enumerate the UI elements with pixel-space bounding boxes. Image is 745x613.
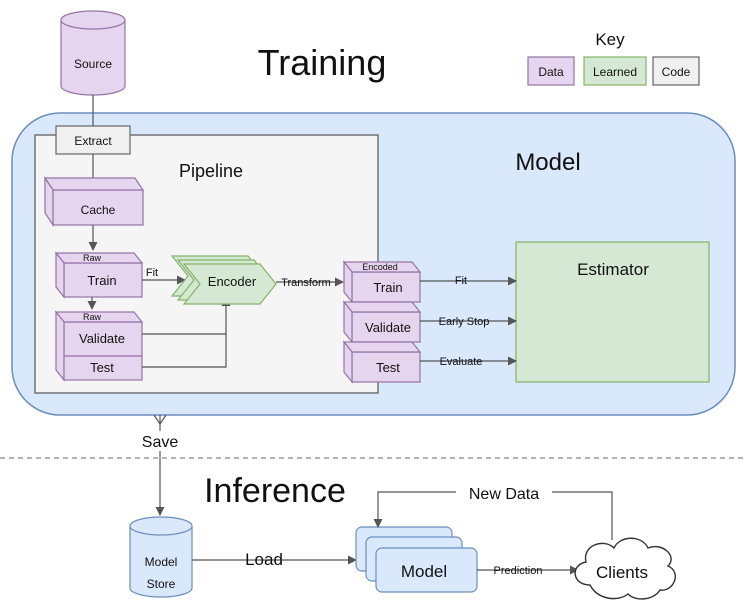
model-region-label: Model <box>515 149 580 176</box>
prediction-label: Prediction <box>494 565 543 577</box>
clients-cloud <box>574 537 677 600</box>
estimator-label: Estimator <box>577 260 649 279</box>
load-label: Load <box>245 550 283 569</box>
cache-label: Cache <box>81 203 116 217</box>
fit-estimator-label: Fit <box>455 275 467 287</box>
key-learned-box <box>583 56 647 86</box>
model-store-label-line2: Store <box>147 577 176 591</box>
inference-heading: Inference <box>204 472 346 510</box>
evaluate-label: Evaluate <box>440 356 483 368</box>
raw-validate-cube <box>54 310 144 382</box>
model-store-label-line1: Model <box>145 555 178 569</box>
model-stack-label: Model <box>401 562 447 581</box>
encoded-tag: Encoded <box>362 262 398 272</box>
model-store-database <box>129 516 193 598</box>
raw-test-box <box>63 355 143 381</box>
encoded-test-cube <box>342 340 422 384</box>
encoded-test-label: Test <box>376 360 400 375</box>
extract-label: Extract <box>74 134 112 148</box>
transform-label: Transform <box>281 277 331 289</box>
key-data-label: Data <box>538 65 564 79</box>
pipeline-label: Pipeline <box>179 161 243 181</box>
raw-train-cube <box>54 251 144 299</box>
save-label: Save <box>142 434 179 451</box>
source-database <box>60 10 126 96</box>
encoder-label: Encoder <box>208 274 257 289</box>
new-data-label: New Data <box>469 486 539 503</box>
key-title: Key <box>595 30 625 49</box>
cache-cube <box>43 176 145 227</box>
encoded-train-label: Train <box>373 280 402 295</box>
clients-label: Clients <box>596 563 648 582</box>
raw-validate-tag: Raw <box>83 312 102 322</box>
source-label: Source <box>74 57 112 71</box>
raw-validate-label: Validate <box>79 331 125 346</box>
early-stop-label: Early Stop <box>439 316 490 328</box>
key-learned-label: Learned <box>593 65 637 79</box>
estimator-box <box>515 241 710 383</box>
encoded-train-cube <box>342 260 422 304</box>
fit-encoder-label: Fit <box>146 267 158 279</box>
encoded-validate-label: Validate <box>365 320 411 335</box>
raw-test-label: Test <box>90 360 114 375</box>
key-data-box <box>527 56 575 86</box>
encoder-shape <box>170 255 277 305</box>
extract-box <box>55 125 131 155</box>
raw-train-tag: Raw <box>83 253 102 263</box>
training-heading: Training <box>258 42 387 83</box>
encoded-validate-cube <box>342 300 422 344</box>
key-code-box <box>652 56 700 86</box>
key-code-label: Code <box>662 65 691 79</box>
raw-train-label: Train <box>87 273 116 288</box>
